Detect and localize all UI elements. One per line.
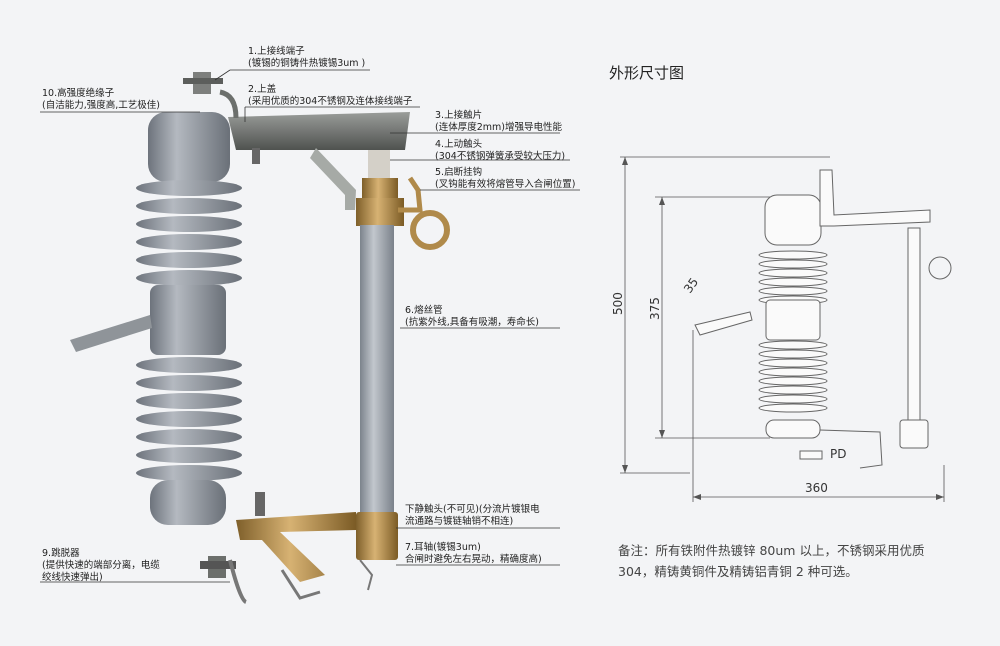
top-cap	[183, 72, 410, 164]
lower-contact	[200, 492, 398, 604]
pd-label: PD	[830, 447, 846, 461]
outline-shed	[758, 340, 828, 350]
insulator-shed	[136, 216, 242, 232]
mounting-bracket	[70, 315, 152, 352]
label-2: 2.上盖(采用优质的304不锈钢及连体接线端子	[248, 84, 413, 107]
label-5: 5.启断挂钩(叉钩能有效将熔管导入合闸位置)	[435, 167, 576, 190]
outline-shed	[758, 358, 828, 368]
insulator-shed	[136, 393, 242, 409]
insulator-shed	[136, 198, 242, 214]
insulator-shed	[136, 180, 242, 196]
dim-500: 500	[611, 292, 625, 315]
insulator-shed	[758, 259, 828, 269]
insulator-shed	[136, 429, 242, 445]
outline-shed	[758, 403, 828, 413]
drawing-title: 外形尺寸图	[609, 64, 685, 82]
outline-shed	[758, 385, 828, 395]
insulator-shed	[136, 252, 242, 268]
outline-shed	[758, 376, 828, 386]
outline-shed	[758, 367, 828, 377]
insulator-shed	[136, 234, 242, 250]
upper-contact	[310, 148, 450, 250]
insulator-shed	[758, 277, 828, 287]
label-9: 9.跳脱器(提供快速的端部分离，电缆绞线快速弹出)	[42, 548, 160, 583]
insulator-shed	[758, 250, 828, 260]
label-3: 3.上接触片(连体厚度2mm)增强导电性能	[435, 110, 562, 133]
label-10: 10.高强度绝缘子(自洁能力,强度高,工艺极佳)	[42, 88, 160, 111]
leader-lines	[40, 69, 580, 583]
insulator-shed	[136, 447, 242, 463]
label-4: 4.上动触头(304不锈钢弹簧承受较大压力)	[435, 139, 566, 162]
insulator-shed	[758, 286, 828, 296]
dim-375: 375	[648, 297, 662, 320]
insulator-shed	[136, 411, 242, 427]
label-8: 下静触头(不可见)(分流片镀银电流通路与镀链轴销不相连)	[405, 504, 540, 527]
insulator	[136, 112, 242, 525]
outline-drawing	[694, 169, 952, 469]
insulator-shed	[136, 357, 242, 373]
label-6: 6.熔丝管(抗紫外线,具备有吸潮，寿命长)	[405, 305, 539, 328]
insulator-shed	[136, 270, 242, 286]
label-7: 7.耳轴(镀锡3um)合闸时避免左右晃动，精确度高)	[405, 542, 542, 565]
insulator-shed	[136, 465, 242, 481]
fuse-tube	[360, 225, 394, 517]
dim-35: 35	[681, 275, 701, 296]
dim-360: 360	[805, 481, 828, 495]
insulator-shed	[136, 375, 242, 391]
insulator-shed	[758, 268, 828, 278]
outline-shed	[758, 349, 828, 359]
outline-shed	[758, 394, 828, 404]
label-1: 1.上接线端子(镀锡的铜铸件热镀锡3um )	[248, 46, 366, 69]
